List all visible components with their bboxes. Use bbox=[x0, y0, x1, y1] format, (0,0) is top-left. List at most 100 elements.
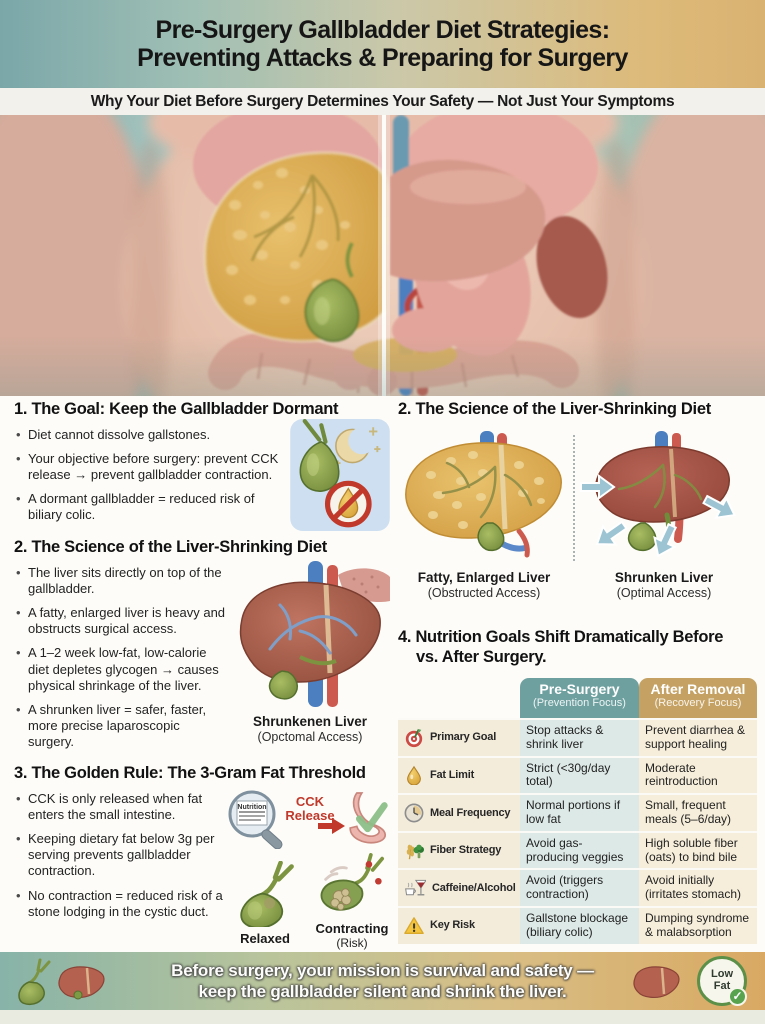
dotted-divider bbox=[573, 435, 575, 561]
figure-caption-sub: (Opctomal Access) bbox=[257, 729, 363, 744]
bottom-strip bbox=[0, 1010, 765, 1024]
stomach-check-icon bbox=[349, 792, 388, 844]
relaxed-label: Relaxed bbox=[240, 931, 290, 946]
falciform-ligament bbox=[669, 448, 677, 518]
fatty-liver-illustration bbox=[405, 431, 562, 558]
warning-icon bbox=[404, 916, 424, 934]
table-cell-pre: Gallstone blockage (biliary colic) bbox=[520, 905, 639, 944]
cystic-duct bbox=[345, 242, 354, 278]
section-nutrition-goals: 4. Nutrition Goals Shift Dramatically Be… bbox=[398, 628, 760, 668]
contracting-gallbladder-icon bbox=[320, 853, 384, 911]
clock-icon bbox=[404, 803, 424, 823]
shrunken-liver-illustration bbox=[239, 561, 390, 707]
table-cell-after: Avoid initially (irritates stomach) bbox=[639, 868, 757, 906]
fatty-texture bbox=[226, 168, 350, 305]
no-fat-icon bbox=[324, 480, 372, 528]
section-goal-heading: 1. The Goal: Keep the Gallbladder Dorman… bbox=[14, 400, 339, 418]
liver bbox=[595, 446, 730, 523]
table-header-pre-surgery: Pre-Surgery (Prevention Focus) bbox=[520, 678, 639, 718]
bullet-item: A 1–2 week low-fat, low-calorie diet dep… bbox=[14, 645, 228, 693]
figure-caption-title: Fatty, Enlarged Liver bbox=[417, 570, 551, 585]
nutrition-comparison-table: Pre-Surgery (Prevention Focus) After Rem… bbox=[398, 678, 757, 944]
section-science-right-heading: 2. The Science of the Liver-Shrinking Di… bbox=[398, 400, 711, 418]
figure-caption-title: Shrunken Liver bbox=[614, 570, 714, 585]
cck-release-label: CCK Release bbox=[285, 794, 335, 824]
section-golden-rule: 3. The Golden Rule: The 3-Gram Fat Thres… bbox=[14, 764, 396, 965]
figure-caption-title: Shrunkenen Liver bbox=[252, 714, 368, 729]
fatty-liver-figure: Fatty, Enlarged Liver (Obstructed Access… bbox=[398, 431, 570, 600]
section-science-right: 2. The Science of the Liver-Shrinking Di… bbox=[398, 400, 760, 600]
table-cell-pre: Avoid gas-producing veggies bbox=[520, 830, 639, 869]
target-icon bbox=[405, 728, 423, 747]
left-arm bbox=[0, 115, 154, 396]
bullet-item: Keeping dietary fat below 3g per serving… bbox=[14, 831, 226, 879]
liver-veins bbox=[441, 461, 533, 519]
relaxed-gallbladder-icon bbox=[240, 860, 294, 929]
golden-rule-figures: Nutrition CCK Release bbox=[226, 787, 394, 965]
table-cell-after: Prevent diarrhea & support healing bbox=[639, 718, 757, 756]
table-cell-pre: Avoid (triggers contraction) bbox=[520, 868, 639, 906]
shrunken-liver-figure-left: Shrunkenen Liver (Opctomal Access) bbox=[228, 559, 392, 758]
shrunken-liver-figure-right: Shrunken Liver (Optimal Access) bbox=[578, 431, 750, 600]
section-golden-rule-heading: 3. The Golden Rule: The 3-Gram Fat Thres… bbox=[14, 764, 366, 782]
golden-rule-bullet-list: CCK is only released when fat enters the… bbox=[14, 791, 226, 965]
nutrition-goals-heading: 4. Nutrition Goals Shift Dramatically Be… bbox=[398, 628, 724, 666]
bile-duct bbox=[299, 655, 337, 666]
table-cell-pre: Stop attacks & shrink liver bbox=[520, 718, 639, 756]
table-cell-after: High soluble fiber (oats) to bind bile bbox=[639, 830, 757, 869]
bullet-item: A shrunken liver = safer, faster, more p… bbox=[14, 702, 228, 750]
shrunken-liver-arrows-illustration bbox=[580, 431, 736, 558]
table-row-label: Key Risk bbox=[398, 905, 520, 944]
liver-icon bbox=[58, 966, 105, 1000]
table-row-label: Fiber Strategy bbox=[398, 830, 520, 869]
bullet-item: The liver sits directly on top of the ga… bbox=[14, 565, 228, 597]
liver-icon bbox=[633, 966, 680, 998]
nutrition-label-text: Nutrition bbox=[237, 804, 266, 811]
gallbladder bbox=[627, 522, 657, 552]
figure-caption-sub: (Optimal Access) bbox=[616, 585, 712, 600]
liver bbox=[239, 581, 381, 683]
nutrition-magnifier-icon: Nutrition bbox=[228, 790, 283, 849]
contracting-label: Contracting bbox=[315, 921, 389, 936]
footer-message: Before surgery, your mission is survival… bbox=[171, 960, 594, 1001]
check-icon: ✓ bbox=[728, 987, 747, 1006]
falciform-ligament bbox=[323, 584, 333, 674]
footer-banner: Before surgery, your mission is survival… bbox=[0, 952, 765, 1010]
table-corner-spacer bbox=[398, 678, 520, 718]
contracting-gallbladder-figure: Contracting (Risk) bbox=[312, 853, 392, 950]
liver-veins bbox=[250, 173, 340, 262]
table-row-label: Fat Limit bbox=[398, 755, 520, 794]
bullet-item: Your objective before surgery: prevent C… bbox=[14, 451, 290, 483]
falciform-ligament bbox=[498, 444, 508, 530]
table-cell-after: Moderate reintroduction bbox=[639, 755, 757, 794]
gallbladder bbox=[477, 522, 505, 552]
liver bbox=[405, 442, 562, 539]
table-header-after-removal: After Removal (Recovery Focus) bbox=[639, 678, 757, 718]
shrink-arrows bbox=[580, 474, 736, 558]
section-science-left: 2. The Science of the Liver-Shrinking Di… bbox=[14, 538, 396, 758]
goal-bullet-list: Diet cannot dissolve gallstones. Your ob… bbox=[14, 427, 290, 532]
relaxed-gallbladder-figure: Relaxed bbox=[230, 860, 300, 946]
table-cell-after: Dumping syndrome & malabsorption bbox=[639, 905, 757, 944]
table-row-label: Meal Frequency bbox=[398, 793, 520, 831]
page-title: Pre-Surgery Gallbladder Diet Strategies:… bbox=[137, 16, 628, 73]
figure-caption-sub: (Obstructed Access) bbox=[427, 585, 541, 600]
gallbladder bbox=[268, 670, 299, 700]
red-arrow-icon bbox=[318, 818, 345, 834]
section-science-left-heading: 2. The Science of the Liver-Shrinking Di… bbox=[14, 538, 327, 556]
header-banner: Pre-Surgery Gallbladder Diet Strategies:… bbox=[0, 0, 765, 88]
gallbladder-icon bbox=[18, 958, 51, 1006]
coffee-wine-icon bbox=[405, 880, 426, 896]
bullet-item: CCK is only released when fat enters the… bbox=[14, 791, 226, 823]
right-arm bbox=[612, 115, 765, 396]
anatomy-hero-illustration bbox=[0, 115, 765, 396]
moon-stars-icon bbox=[335, 427, 381, 466]
table-row-label: Caffeine/Alcohol bbox=[398, 868, 520, 906]
low-fat-badge: Low Fat ✓ bbox=[697, 956, 747, 1006]
table-cell-pre: Strict (<30g/day total) bbox=[520, 755, 639, 794]
hepatic-veins bbox=[268, 603, 358, 655]
bullet-item: Diet cannot dissolve gallstones. bbox=[14, 427, 290, 443]
page-title-line2: Preventing Attacks & Preparing for Surge… bbox=[137, 44, 628, 72]
bullet-item: A dormant gallbladder = reduced risk of … bbox=[14, 491, 290, 523]
